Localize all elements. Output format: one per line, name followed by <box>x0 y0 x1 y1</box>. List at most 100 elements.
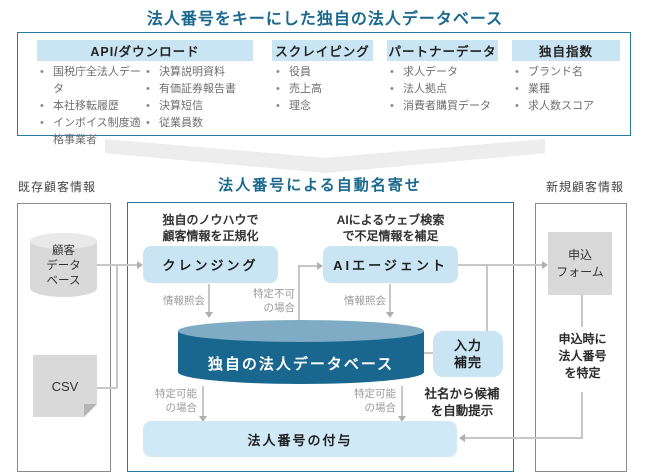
assign-number-box: 法人番号の付与 <box>143 421 457 457</box>
bullet-icon: • <box>146 100 150 112</box>
bullet-icon: • <box>40 117 44 129</box>
ai-note: AIによるウェブ検索 で不足情報を補足 <box>336 213 445 243</box>
bullet-item: • 従業員数 <box>146 115 266 132</box>
bullet-list-scraping: • 役員 • 売上高 • 理念 <box>276 64 371 115</box>
edge-label-not-identified: 特定不可 の場合 <box>253 288 295 314</box>
funnel-down-arrow <box>105 139 545 173</box>
source-header-scraping: スクレイピング <box>272 40 373 61</box>
cleansing-label: クレンジング <box>162 258 259 273</box>
diagram-title: 法人番号をキーにした独自の法人データベース <box>146 11 504 28</box>
apply-note: 申込時に 法人番号 を特定 <box>558 332 607 380</box>
source-header-original-index: 独自指数 <box>512 40 620 61</box>
arrow-down-icon <box>199 416 207 422</box>
bullet-text: 従業員数 <box>159 117 203 129</box>
arrow-right-icon <box>542 261 548 269</box>
bullet-icon: • <box>40 66 44 78</box>
bullet-icon: • <box>40 100 44 112</box>
bullet-item: •消費者購買データ <box>390 98 506 115</box>
bullet-text: インボイス制度適格事業者 <box>53 117 141 146</box>
bullet-text: 売上高 <box>289 83 322 95</box>
csv-label: CSV <box>51 378 79 394</box>
bullet-item: • ブランド名 <box>515 64 627 81</box>
connector-cleansing-to-db <box>208 284 210 313</box>
bullet-text: 求人データ <box>403 66 458 78</box>
bullet-item: • 決算短信 <box>146 98 266 115</box>
bullet-item: • 業種 <box>515 81 627 98</box>
edge-label-identified-1: 特定可能 の場合 <box>155 388 197 414</box>
bullet-icon: • <box>276 83 280 95</box>
connector-form-down-1 <box>581 295 583 327</box>
bullet-item: • 本社移転履歴 <box>40 98 146 115</box>
bullet-item: • 決算説明資料 <box>146 64 266 81</box>
bullet-icon: • <box>390 83 394 95</box>
bullet-item: •法人拠点 <box>390 81 506 98</box>
bullet-text: 消費者購買データ <box>403 100 491 112</box>
connector-db-to-cleansing <box>97 264 138 266</box>
connector-csv-stub <box>97 387 117 389</box>
arrow-down-icon <box>205 312 213 318</box>
connector-identified-1 <box>202 386 204 417</box>
bullet-item: • 役員 <box>276 64 371 81</box>
bullet-text: 決算説明資料 <box>159 66 225 78</box>
bullet-icon: • <box>146 117 150 129</box>
bullet-icon: • <box>515 66 519 78</box>
arrow-left-icon <box>459 434 465 442</box>
arrow-right-icon <box>137 261 143 269</box>
assign-number-label: 法人番号の付与 <box>247 432 353 448</box>
arrow-down-icon <box>398 416 406 422</box>
bullet-item: • 求人数スコア <box>515 98 627 115</box>
cylinder-top <box>178 320 424 342</box>
bullet-text: 本社移転履歴 <box>53 100 119 112</box>
bullet-icon: • <box>276 66 280 78</box>
bullet-text: 役員 <box>289 66 311 78</box>
source-header-partner: パートナーデータ <box>387 40 498 61</box>
edge-label-identified-2: 特定可能 の場合 <box>354 388 396 414</box>
connector-form-down-2 <box>581 392 583 438</box>
connector-ai-to-form <box>458 264 543 266</box>
bullet-text: ブランド名 <box>528 66 583 78</box>
bullet-icon: • <box>276 100 280 112</box>
bullet-item: • 有価証券報告書 <box>146 81 266 98</box>
cleansing-box: クレンジング <box>143 246 278 283</box>
edge-label-inquiry-1: 情報照会 <box>163 295 205 307</box>
customer-database-cylinder: 顧客 データ ベース <box>30 233 97 297</box>
source-header-api: API/ダウンロード <box>37 40 253 61</box>
corporate-database-cylinder: 独自の法人データベース <box>178 320 424 384</box>
bullet-text: 決算短信 <box>159 100 203 112</box>
bullet-text: 業種 <box>528 83 550 95</box>
cylinder-body <box>30 241 97 297</box>
input-completion-box: 入力 補完 <box>433 331 503 377</box>
ai-agent-label: AIエージェント <box>333 258 448 273</box>
bullet-item: • 売上高 <box>276 81 371 98</box>
connector-form-to-assign <box>465 437 583 439</box>
ai-agent-box: AIエージェント <box>323 246 458 283</box>
bullet-text: 求人数スコア <box>528 100 594 112</box>
connector-identified-2 <box>401 386 403 417</box>
arrow-right-icon <box>317 262 323 270</box>
bullet-text: 有価証券報告書 <box>159 83 236 95</box>
corporate-database-label: 独自の法人データベース <box>207 355 395 373</box>
bullet-icon: • <box>515 83 519 95</box>
customer-database-label: 顧客 データ ベース <box>46 245 81 287</box>
input-completion-note: 社名から候補 を自動提示 <box>424 387 500 418</box>
bullet-item: • 理念 <box>276 98 371 115</box>
connector-branch-to-input <box>486 264 488 331</box>
existing-customer-label: 既存顧客情報 <box>18 180 97 194</box>
connector-ai-to-db <box>389 284 391 313</box>
bullet-text: 理念 <box>289 100 311 112</box>
bullet-icon: • <box>146 83 150 95</box>
arrow-down-icon <box>386 312 394 318</box>
connector-db-to-input <box>424 352 433 354</box>
bullet-list-api-1: • 国税庁全法人データ • 本社移転履歴 • インボイス制度適格事業者 <box>40 64 146 149</box>
cylinder-top <box>30 233 97 249</box>
bullet-list-api-2: • 決算説明資料 • 有価証券報告書 • 決算短信 • 従業員数 <box>146 64 266 132</box>
bullet-list-original-index: • ブランド名 • 業種 • 求人数スコア <box>515 64 627 115</box>
bullet-item: • 国税庁全法人データ <box>40 64 146 98</box>
bullet-icon: • <box>146 66 150 78</box>
section-title: 法人番号による自動名寄せ <box>218 177 422 194</box>
edge-label-inquiry-2: 情報照会 <box>344 295 386 307</box>
bullet-icon: • <box>515 100 519 112</box>
bullet-text: 国税庁全法人データ <box>53 66 141 95</box>
connector-not-identified-h <box>298 265 318 267</box>
